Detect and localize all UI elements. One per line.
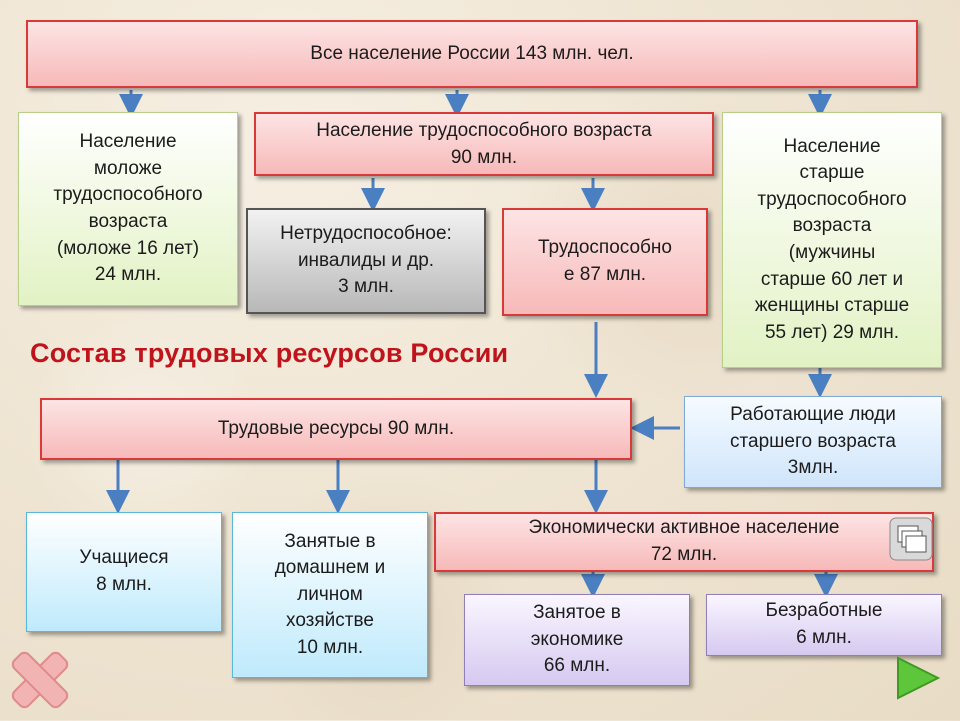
- labor-resources-label: Трудовые ресурсы 90 млн.: [217, 417, 455, 439]
- younger-population-label: Население моложе трудоспособного возраст…: [53, 131, 203, 286]
- economically-active-box: Экономически активное население 72 млн.: [434, 512, 934, 572]
- labor-resources-box: Трудовые ресурсы 90 млн.: [40, 398, 632, 460]
- employed-label: Занятое в экономике 66 млн.: [530, 602, 624, 677]
- working-age-label: Население трудоспособного возраста 90 мл…: [316, 120, 652, 168]
- household-label: Занятые в домашнем и личном хозяйстве 10…: [274, 530, 386, 658]
- slide-title: Состав трудовых ресурсов России: [30, 338, 509, 368]
- older-population-box: Население старше трудоспособного возраст…: [722, 112, 942, 368]
- working-elderly-box: Работающие люди старшего возраста 3млн.: [684, 396, 942, 488]
- total-population-box: Все население России 143 млн. чел.: [26, 20, 918, 88]
- next-arrow-icon[interactable]: [894, 654, 942, 702]
- economically-active-label: Экономически активное население 72 млн.: [528, 517, 840, 565]
- students-box: Учащиеся 8 млн.: [26, 512, 222, 632]
- unemployed-label: Безработные 6 млн.: [765, 600, 883, 648]
- disabled-box: Нетрудоспособное: инвалиды и др. 3 млн.: [246, 208, 486, 314]
- windows-icon[interactable]: [888, 516, 934, 562]
- working-elderly-label: Работающие люди старшего возраста 3млн.: [730, 404, 896, 479]
- total-population-label: Все население России 143 млн. чел.: [310, 42, 634, 64]
- older-population-label: Население старше трудоспособного возраст…: [754, 135, 910, 343]
- younger-population-box: Население моложе трудоспособного возраст…: [18, 112, 238, 306]
- close-icon[interactable]: [4, 644, 76, 716]
- household-box: Занятые в домашнем и личном хозяйстве 10…: [232, 512, 428, 678]
- able-to-work-label: Трудоспособно е 87 млн.: [538, 237, 672, 285]
- students-label: Учащиеся 8 млн.: [79, 547, 169, 595]
- disabled-label: Нетрудоспособное: инвалиды и др. 3 млн.: [280, 223, 452, 298]
- working-age-box: Население трудоспособного возраста 90 мл…: [254, 112, 714, 176]
- employed-box: Занятое в экономике 66 млн.: [464, 594, 690, 686]
- able-to-work-box: Трудоспособно е 87 млн.: [502, 208, 708, 316]
- unemployed-box: Безработные 6 млн.: [706, 594, 942, 656]
